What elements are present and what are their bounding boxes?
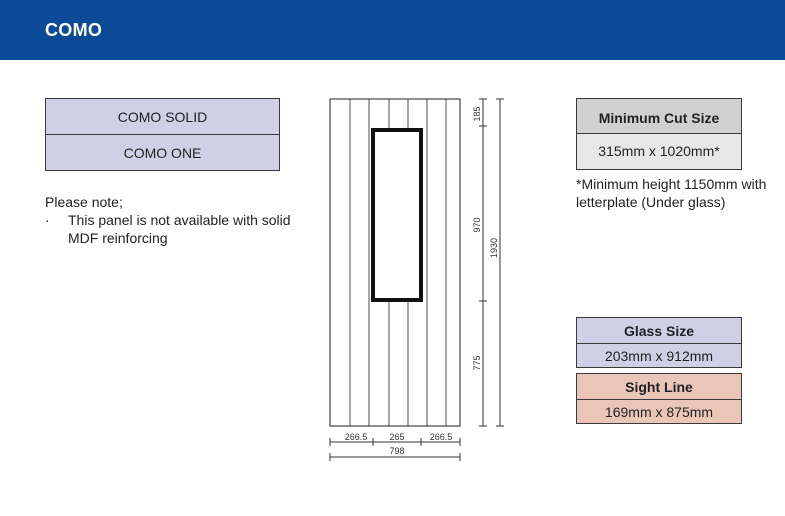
- glass-size-value: 203mm x 912mm: [577, 343, 741, 367]
- sight-line-title: Sight Line: [577, 374, 741, 399]
- dim-top: 185: [472, 106, 482, 121]
- note-heading: Please note;: [45, 194, 123, 210]
- page-title: COMO: [45, 20, 103, 40]
- min-cut-size-title: Minimum Cut Size: [577, 99, 741, 133]
- sight-line-value: 169mm x 875mm: [577, 399, 741, 423]
- dim-glass-height: 970: [472, 217, 482, 232]
- dim-total-width: 798: [389, 446, 404, 456]
- min-cut-size-value: 315mm x 1020mm*: [577, 133, 741, 169]
- glass-size-box: Glass Size 203mm x 912mm: [576, 317, 742, 368]
- door-drawing: 185 970 775 1930 266.5 265 266.5 798: [329, 98, 504, 461]
- dim-right-width: 266.5: [430, 432, 453, 442]
- dim-total-height: 1930: [489, 238, 499, 258]
- min-cut-footnote: *Minimum height 1150mm with letterplate …: [576, 176, 767, 210]
- note-text: This panel is not available with solid M…: [68, 212, 291, 246]
- min-cut-size-box: Minimum Cut Size 315mm x 1020mm*: [576, 98, 742, 170]
- variant-como-one: COMO ONE: [46, 134, 279, 170]
- header-bar: COMO: [0, 0, 785, 60]
- note-bullet-item: · This panel is not available with solid…: [45, 211, 305, 247]
- variant-como-solid: COMO SOLID: [46, 99, 279, 134]
- dim-center-width: 265: [389, 432, 404, 442]
- note-section: Please note; · This panel is not availab…: [45, 193, 305, 247]
- dim-left-width: 266.5: [345, 432, 368, 442]
- sight-line-box: Sight Line 169mm x 875mm: [576, 373, 742, 424]
- glass-size-title: Glass Size: [577, 318, 741, 343]
- bullet-marker: ·: [45, 212, 50, 228]
- glass-panel: [371, 128, 423, 302]
- variant-table: COMO SOLID COMO ONE: [45, 98, 280, 171]
- dim-bottom: 775: [472, 355, 482, 370]
